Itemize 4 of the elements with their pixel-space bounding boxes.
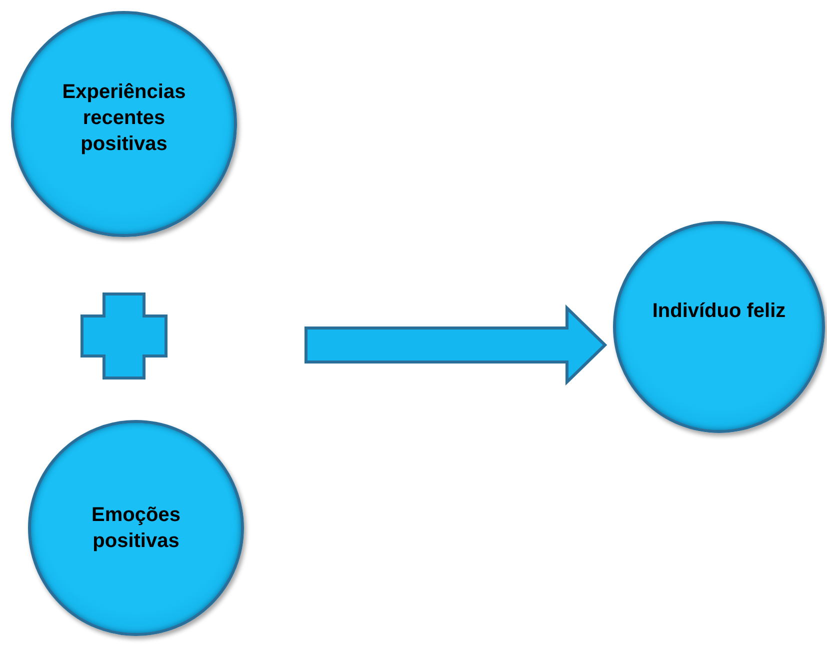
block-arrow bbox=[304, 304, 608, 386]
node-label: Emoções positivas bbox=[90, 503, 182, 554]
node-label: Indivíduo feliz bbox=[652, 299, 786, 324]
node-label: Experiências recentes positivas bbox=[61, 80, 187, 157]
